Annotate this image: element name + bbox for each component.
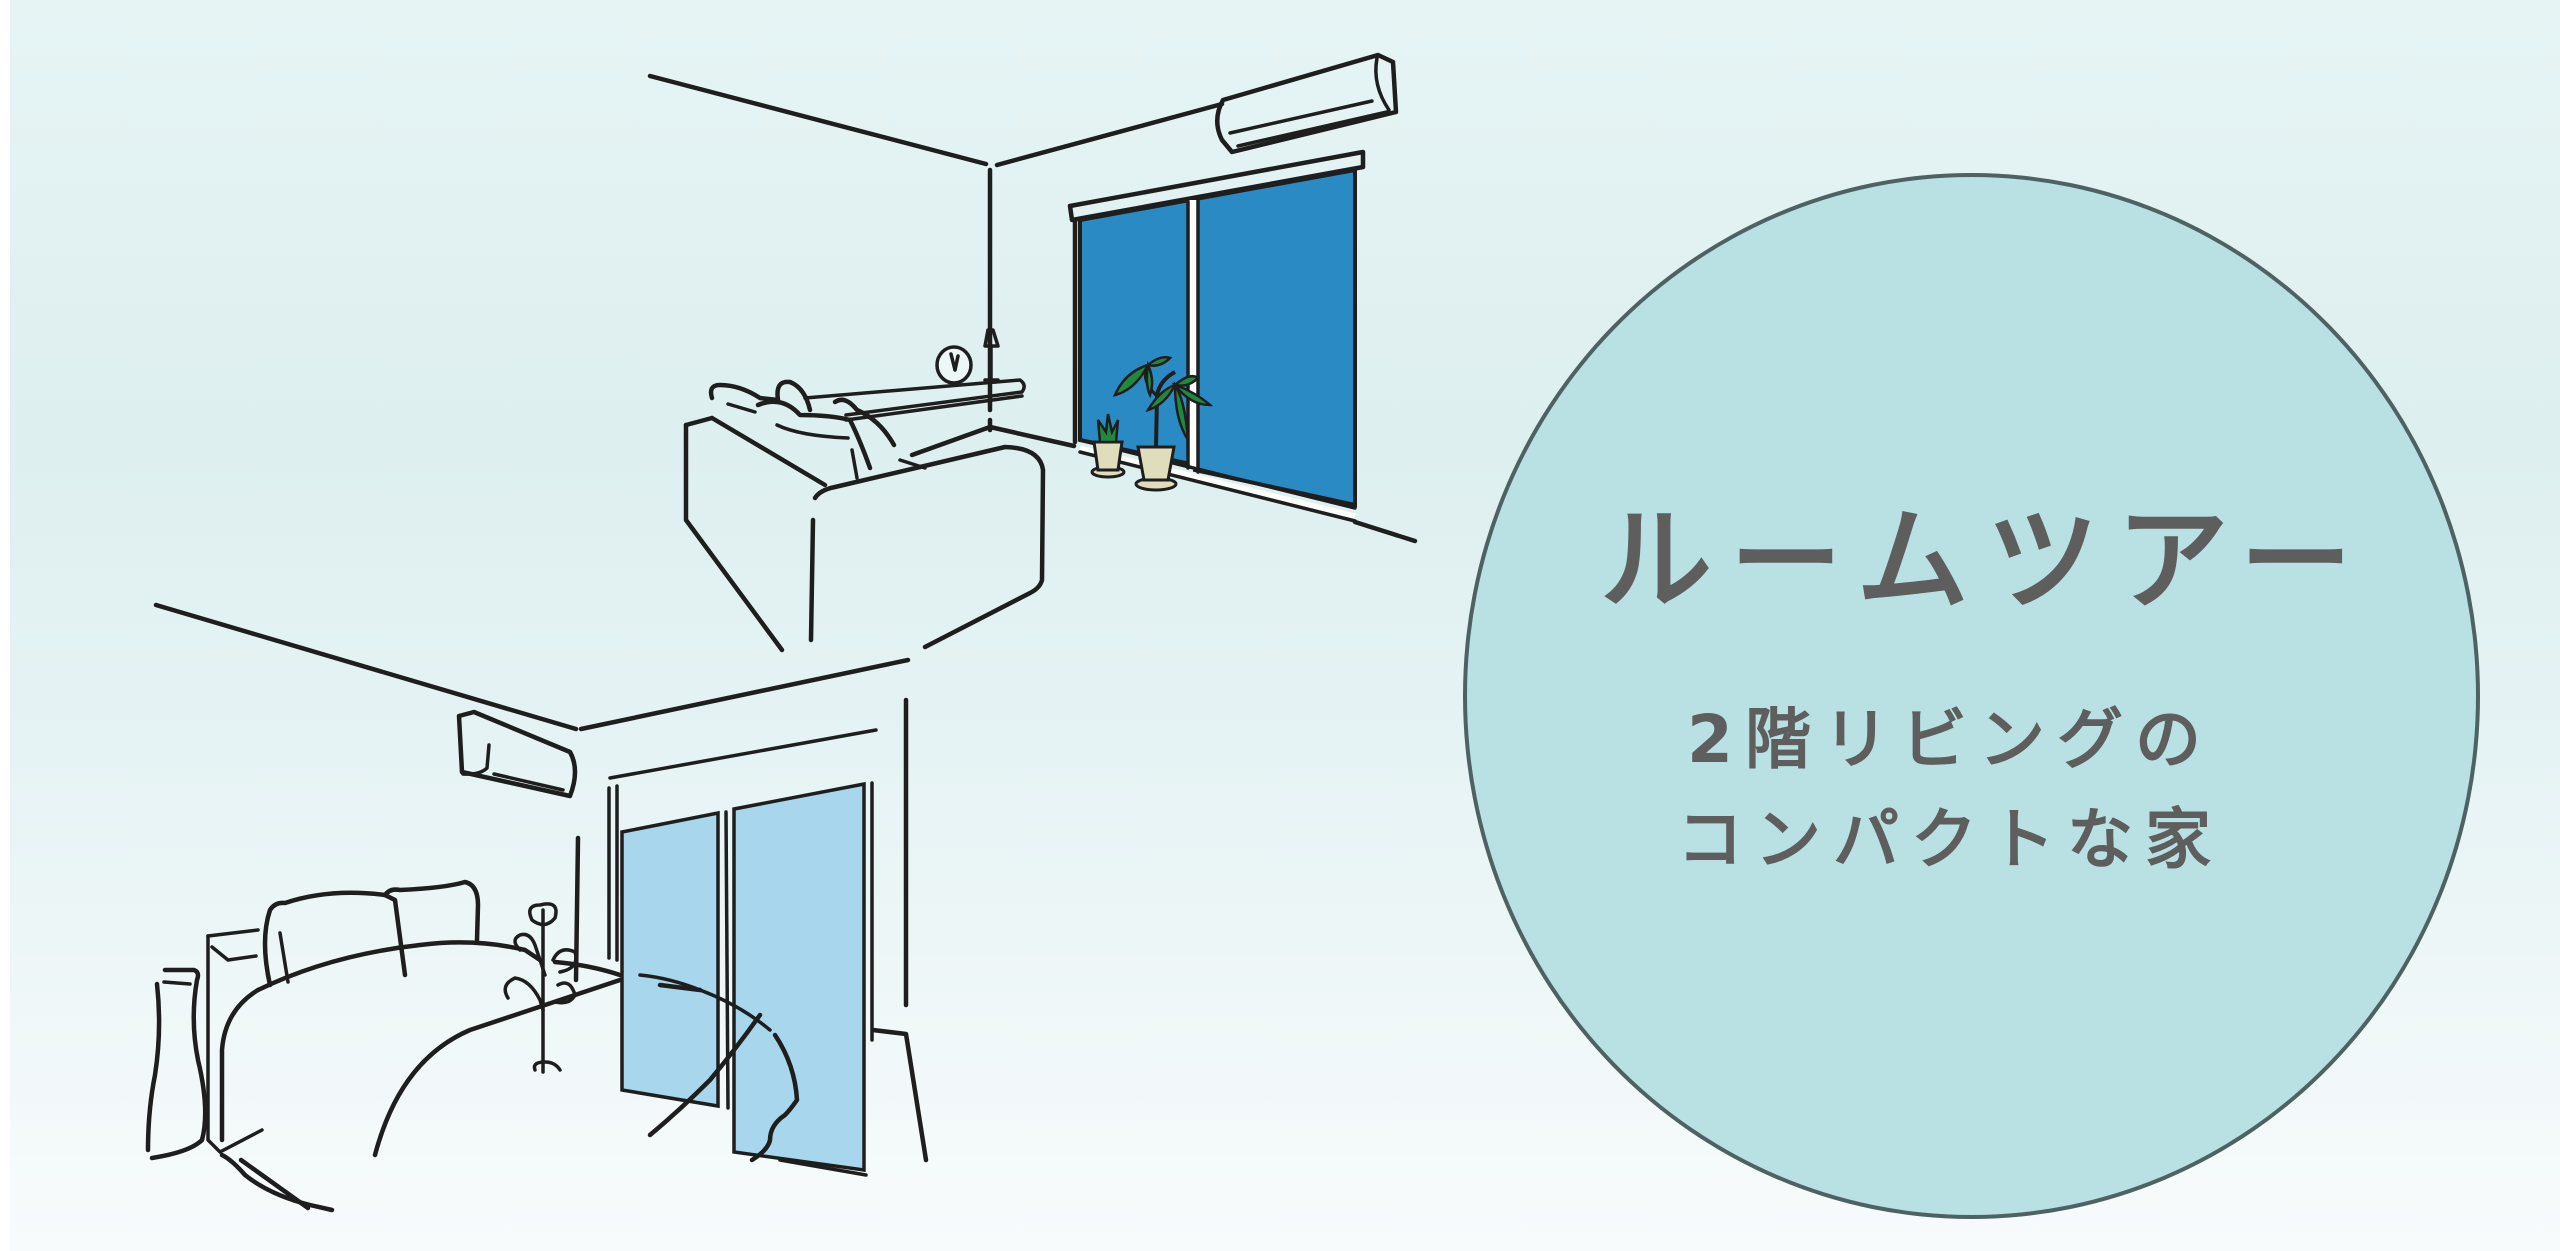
air-conditioner-icon-lower <box>456 709 578 799</box>
pillows-icon <box>262 879 481 988</box>
wall-shelf <box>803 328 1026 422</box>
potted-plant-icon <box>1090 356 1214 492</box>
ceiling-line-left-lower <box>153 602 579 732</box>
ceiling-line-left <box>647 73 989 167</box>
floor-line-right <box>1352 519 1418 544</box>
lower-room <box>145 602 929 1213</box>
plant-stand-icon <box>503 902 578 1074</box>
title-badge <box>1463 173 2480 1219</box>
ceiling-line-right <box>994 101 1225 168</box>
air-conditioner-icon <box>1215 52 1399 155</box>
lamp-icon <box>983 328 1000 382</box>
window-upper <box>1067 149 1366 523</box>
clock-icon <box>935 345 973 385</box>
subtitle-line-2: コンパクトな家 <box>1677 801 2223 878</box>
ceiling-line-right-lower <box>578 657 911 732</box>
bed-icon <box>219 940 800 1213</box>
side-table-icon <box>206 928 264 1154</box>
window-lower <box>607 728 878 1177</box>
floor-line-left <box>987 424 1077 449</box>
subtitle-line-1: 2階リビングの <box>1687 701 2213 778</box>
sofa-icon <box>683 379 1046 653</box>
page-title: ルームツアー <box>1600 496 2370 626</box>
subtitle: 2階リビングの コンパクトな家 <box>1640 690 2260 890</box>
upper-room <box>647 52 1418 653</box>
floor-vase-icon <box>145 967 208 1161</box>
